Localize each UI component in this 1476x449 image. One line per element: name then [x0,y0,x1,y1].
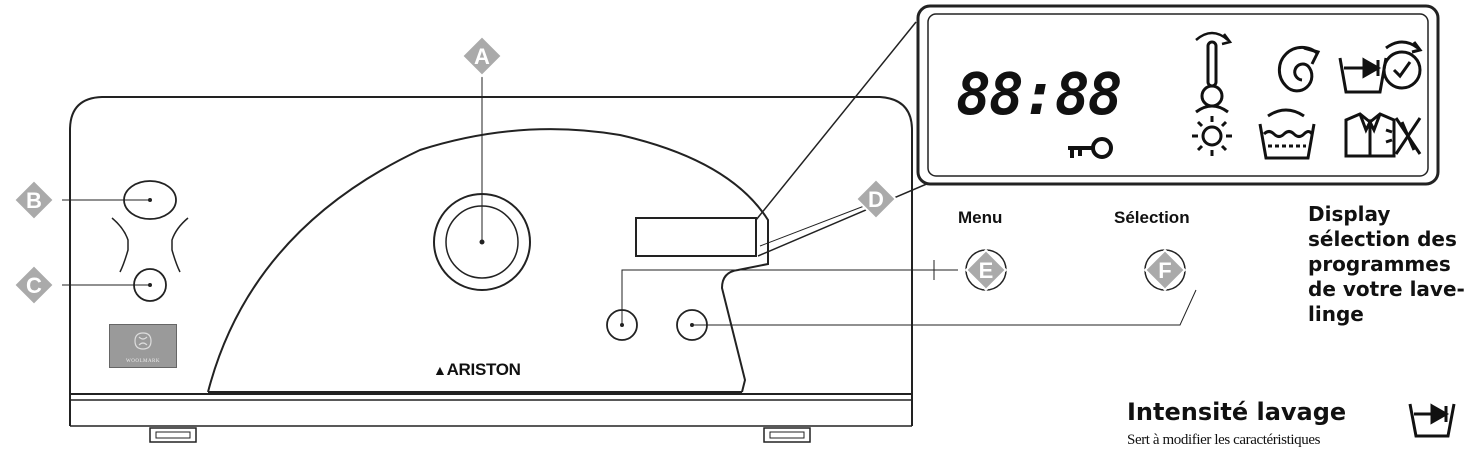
svg-text:E: E [979,258,994,283]
wash-intensity-icon [1338,57,1388,94]
display-description: Display sélection des programmes de votr… [1308,202,1476,327]
no-spin-icon [1385,117,1422,155]
section-heading: Intensité lavage [1127,398,1347,426]
description-line: Display [1308,202,1391,226]
svg-text:A: A [474,44,490,69]
panel-foot-right [763,427,811,443]
heading-wash-intensity-icon [1408,403,1456,438]
callout-d: D [854,177,898,221]
panel-foot-left [149,427,197,443]
spin-icon [1277,45,1321,93]
callout-a: A [460,34,504,78]
description-line: sélection des [1308,227,1457,251]
callout-b: B [12,178,56,222]
woolmark-logo: WOOLMARK [109,324,177,368]
ironing-shirt-icon [1344,112,1396,158]
brand-name: ARISTON [446,360,521,379]
segment-display-digits: 88:88 [956,60,1123,128]
svg-text:B: B [26,188,42,213]
callout-c: C [12,263,56,307]
svg-text:C: C [26,273,42,298]
woolmark-text: WOOLMARK [126,359,160,364]
description-line: programmes [1308,252,1451,276]
section-subtitle: Sert à modifier les caractéristiques [1127,432,1321,448]
drying-icon [1192,104,1232,156]
description-line: de votre lave- [1308,277,1465,301]
svg-text:F: F [1158,258,1171,283]
brand-logo: ▲ARISTON [433,360,521,379]
wash-tub-icon [1258,108,1316,160]
delay-timer-icon [1382,40,1423,90]
menu-label: Menu [958,208,1003,227]
woolmark-symbol-icon [134,332,152,350]
display-window [635,217,757,257]
callout-e: E [964,248,1008,292]
svg-text:D: D [868,187,884,212]
callout-f: F [1143,248,1187,292]
description-line: linge [1308,302,1364,326]
selection-label: Sélection [1114,208,1190,227]
key-lock-icon [1068,137,1113,159]
